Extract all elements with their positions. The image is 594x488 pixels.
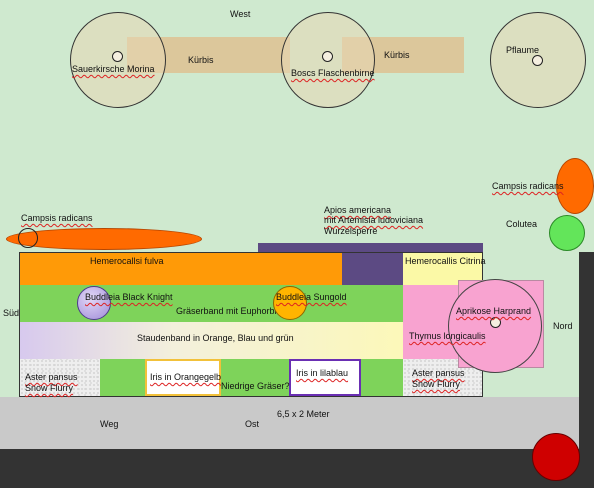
label-graeserband: Gräserband mit Euphorbien (176, 306, 287, 316)
hemerocallis-citrina-band (403, 253, 482, 285)
colutea-shape (549, 215, 585, 251)
red-marker (532, 433, 580, 481)
label-campsis-right: Campsis radicans (492, 181, 564, 191)
buddleia-sungold-shape (273, 286, 307, 320)
aster-left-area (20, 359, 100, 396)
label-staudenband: Staudenband in Orange, Blau und grün (137, 333, 294, 343)
tree-sauerkirsche (70, 12, 166, 108)
road-line (0, 449, 594, 488)
fence-post (579, 252, 594, 450)
label-kuerbis-1: Kürbis (188, 55, 214, 65)
label-sauerkirsche: Sauerkirsche Morina (72, 64, 155, 74)
label-aster-left-2: Snow Flurry (25, 383, 74, 393)
campsis-left-trunk (18, 228, 38, 248)
trunk-birne (322, 51, 333, 62)
trunk-pflaume (532, 55, 543, 66)
apios-strip (258, 243, 483, 252)
label-thymus: Thymus longicaulis (409, 331, 486, 341)
label-campsis-left: Campsis radicans (21, 213, 93, 223)
label-hemerocallis-fulva: Hemerocallsi fulva (90, 256, 164, 266)
label-buddleia-black: Buddleia Black Knight (85, 292, 173, 302)
label-north: Nord (553, 321, 573, 331)
label-west: West (230, 9, 251, 19)
label-niedrige-graeser: Niedrige Gräser? (221, 381, 290, 391)
iris-lila-box (289, 359, 361, 396)
staudenband (20, 322, 403, 359)
label-apios-2: mit Artemisia ludoviciana (324, 215, 424, 225)
label-pflaume: Pflaume (506, 45, 540, 55)
label-aster-right-1: Aster pansus (412, 368, 465, 378)
hemerocallis-fulva-band (20, 253, 342, 285)
label-iris-lila: Iris in lilablau (296, 368, 349, 378)
label-aster-right-2: Snow Flurry (412, 379, 461, 389)
buddleia-black-shape (77, 286, 111, 320)
trunk-aprikose (490, 317, 501, 328)
label-size: 6,5 x 2 Meter (277, 409, 330, 419)
label-birne: Boscs Flaschenbirne (291, 68, 375, 78)
campsis-right-shape (556, 158, 594, 214)
trunk-sauerkirsche (112, 51, 123, 62)
path-area (0, 397, 594, 449)
label-aprikose: Aprikose Harprand (456, 306, 532, 316)
label-path: Weg (100, 419, 119, 429)
label-buddleia-sungold: Buddleia Sungold (276, 292, 347, 302)
label-colutea: Colutea (506, 219, 538, 229)
label-hemerocallis-citrina: Hemerocallis Citrina (405, 256, 486, 266)
apios-bed-band (342, 253, 403, 285)
label-iris-orange: Iris in Orangegelb (150, 372, 222, 382)
label-east: Ost (245, 419, 260, 429)
iris-orange-box (145, 359, 221, 396)
label-aster-left-1: Aster pansus (25, 372, 78, 382)
campsis-left-shape (6, 228, 202, 250)
label-kuerbis-2: Kürbis (384, 50, 410, 60)
label-apios-3: Wurzelsperre (324, 226, 378, 236)
label-south: Süd (3, 308, 20, 318)
label-apios-1: Apios americana (324, 205, 392, 215)
